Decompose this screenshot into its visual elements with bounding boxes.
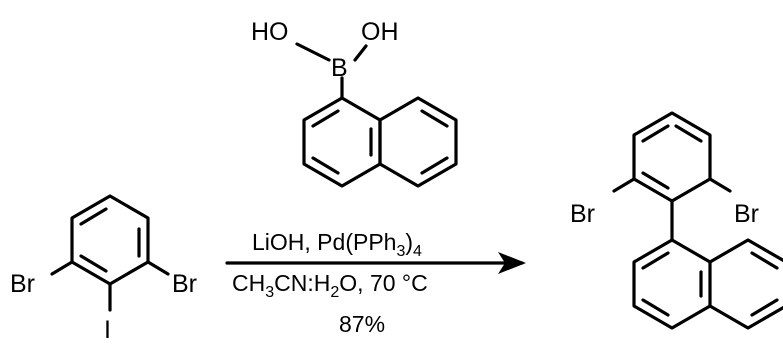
double-bond (79, 207, 108, 226)
bond-b-o-right (353, 44, 368, 62)
double-bond (750, 251, 779, 270)
double-bond (641, 171, 670, 190)
naphthalene-ring-left (302, 96, 382, 188)
benzene-ring (70, 194, 150, 286)
product-structure: Br Br (570, 111, 783, 330)
reactant-iodine-label: I (104, 316, 111, 344)
naphthylboronic-acid-structure: HO B OH (251, 18, 458, 188)
product-br-right-label: Br (734, 200, 759, 228)
boronic-ho-label: HO (251, 18, 289, 46)
conditions-line-2: CH3CN:H2O, 70 °C (232, 270, 428, 301)
bond-c-br-left (50, 260, 74, 276)
double-bond (420, 109, 449, 128)
reaction-yield: 87% (339, 311, 385, 337)
double-bond (674, 124, 703, 143)
conditions-line-1: LiOH, Pd(PPh3)4 (252, 229, 422, 260)
double-bond (420, 156, 449, 175)
double-bond (641, 298, 670, 317)
bond-c-br-right (708, 177, 732, 193)
boronic-oh-label: OH (361, 18, 399, 46)
product-br-left-label: Br (570, 200, 595, 228)
bond-b-o-left (295, 42, 331, 62)
naphthalene-ring-right (378, 96, 458, 188)
product-naphthalene-left-ring (632, 238, 712, 330)
arrow-head (498, 252, 526, 274)
product-phenyl-ring (632, 111, 712, 203)
double-bond (750, 298, 779, 317)
dibromoiodobenzene-structure: Br Br I (10, 194, 197, 344)
product-naphthalene-right-ring (708, 238, 783, 264)
reactant-br-right-label: Br (172, 270, 197, 298)
double-bond (641, 251, 670, 270)
product-naphthalene-right-ring (708, 304, 783, 330)
double-bond (311, 156, 340, 175)
reaction-conditions: LiOH, Pd(PPh3)4 CH3CN:H2O, 70 °C 87% (232, 229, 428, 337)
reactant-br-left-label: Br (10, 270, 35, 298)
boron-label: B (331, 54, 348, 82)
bond-c-br-right (146, 260, 170, 276)
reaction-arrow (225, 252, 526, 274)
double-bond (79, 254, 108, 273)
double-bond (641, 124, 670, 143)
double-bond (311, 109, 340, 128)
bond-c-br-left (612, 177, 636, 193)
